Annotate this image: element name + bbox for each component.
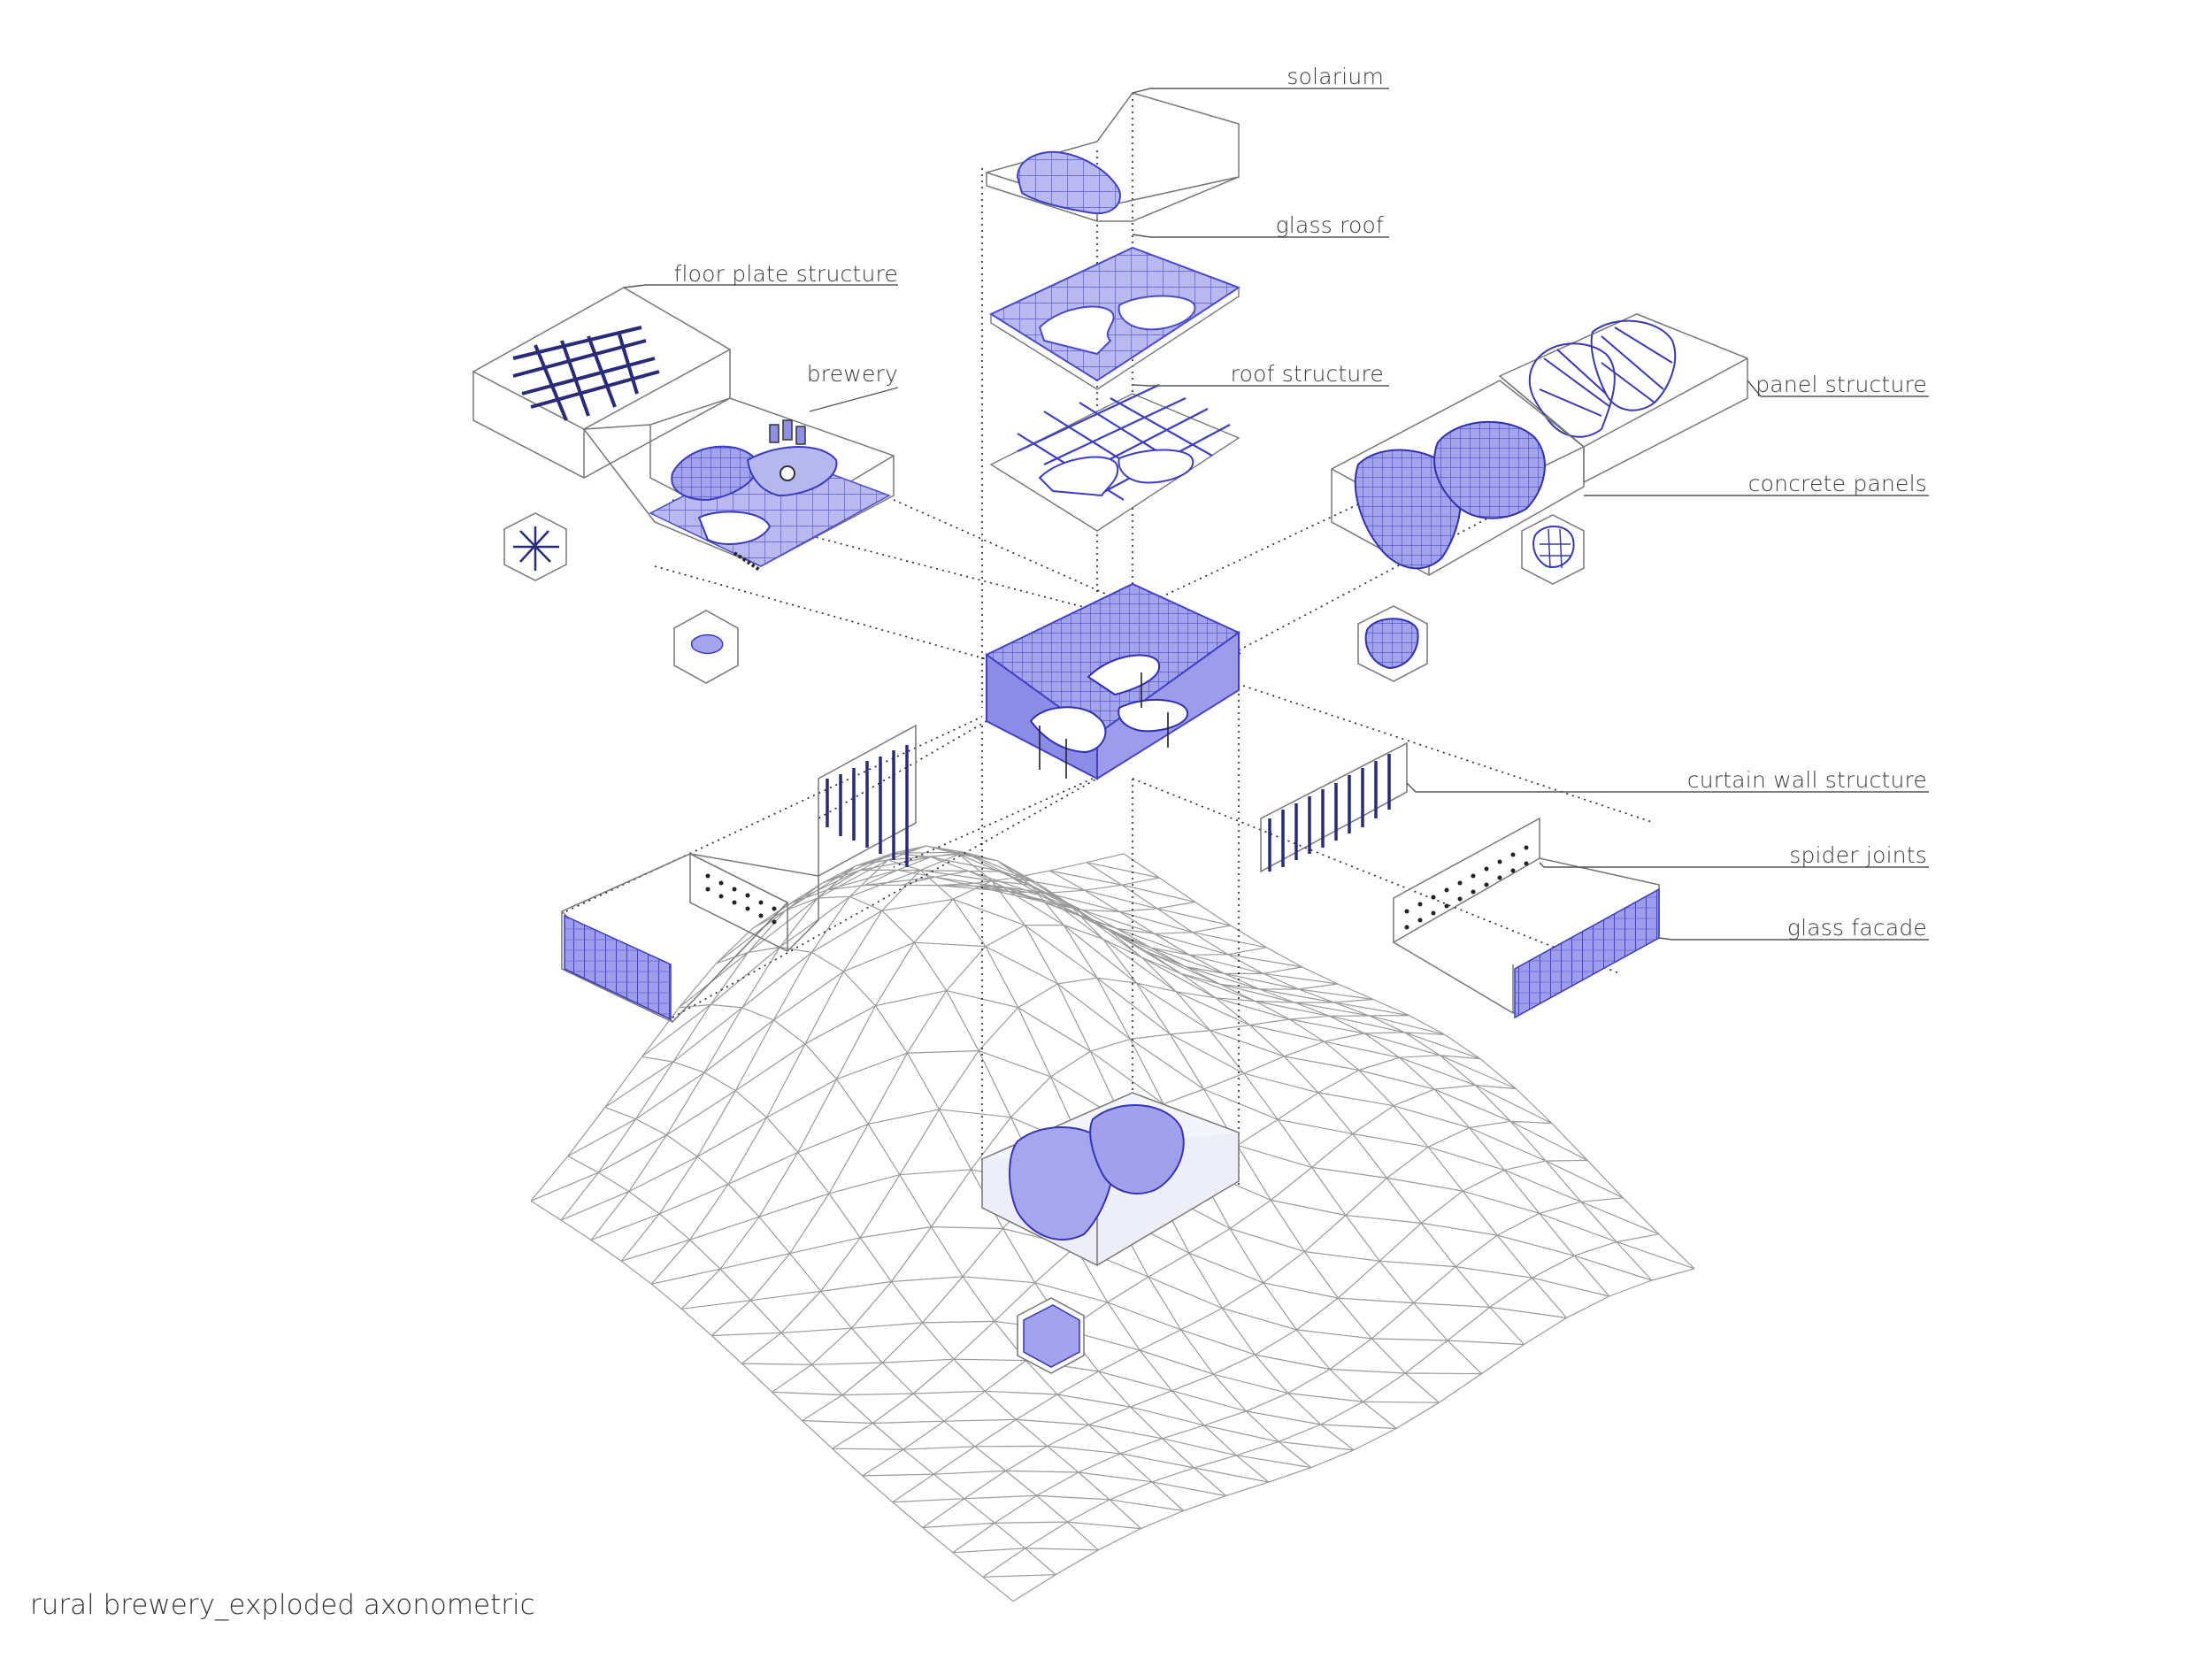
right-spider-joints-box [1393,817,1540,944]
floor-plate-cube-icon [503,512,567,581]
label-solarium: solarium [1286,64,1384,89]
terrain-mesh-lines [530,845,1695,1602]
roof-structure-layer [989,384,1240,532]
label-roof-structure: roof structure [1230,361,1384,387]
right-curtain-wall-structure-icon [1268,754,1391,872]
label-floor-plate-structure: floor plate structure [673,261,898,287]
label-panel-structure: panel structure [1755,372,1927,397]
left-spider-joints-icon [705,873,777,925]
label-curtain-wall-structure: curtain wall structure [1686,767,1927,793]
right-curtain-wall-structure-box [1260,741,1408,873]
label-leader-lines [623,88,1929,941]
concrete-panels-cube-icon [1357,605,1428,682]
label-glass-facade: glass facade [1786,915,1927,941]
concrete-volumes [1009,1104,1185,1240]
panel-structure-cube-icon [1521,514,1585,585]
floor-plate-structure-box [472,287,732,479]
right-glass-facade-icon [1514,887,1660,1019]
left-curtain-wall-structure-icon [826,745,909,867]
right-spider-joints-icon [1404,845,1529,930]
label-concrete-panels: concrete panels [1747,471,1927,496]
label-spider-joints: spider joints [1789,842,1927,868]
ground-floor-core [985,582,1240,780]
left-glass-facade-icon [564,914,672,1021]
foundation-cube-icon [1017,1297,1085,1374]
label-glass-roof: glass roof [1275,212,1384,238]
brewery-cube-icon [673,610,739,684]
concrete-panels-icon [1354,420,1546,570]
panel-structure-icon [1528,319,1677,438]
glass-roof-layer [988,246,1241,390]
diagram-caption: rural brewery_exploded axonometric [30,1589,535,1621]
floor-plate-structure-icon [512,326,660,421]
label-brewery: brewery [806,361,898,387]
solarium-icon [1016,150,1121,215]
left-curtain-wall-structure-box [818,724,917,878]
terrain-mesh [530,845,1695,1602]
brewery-icon [649,419,891,572]
